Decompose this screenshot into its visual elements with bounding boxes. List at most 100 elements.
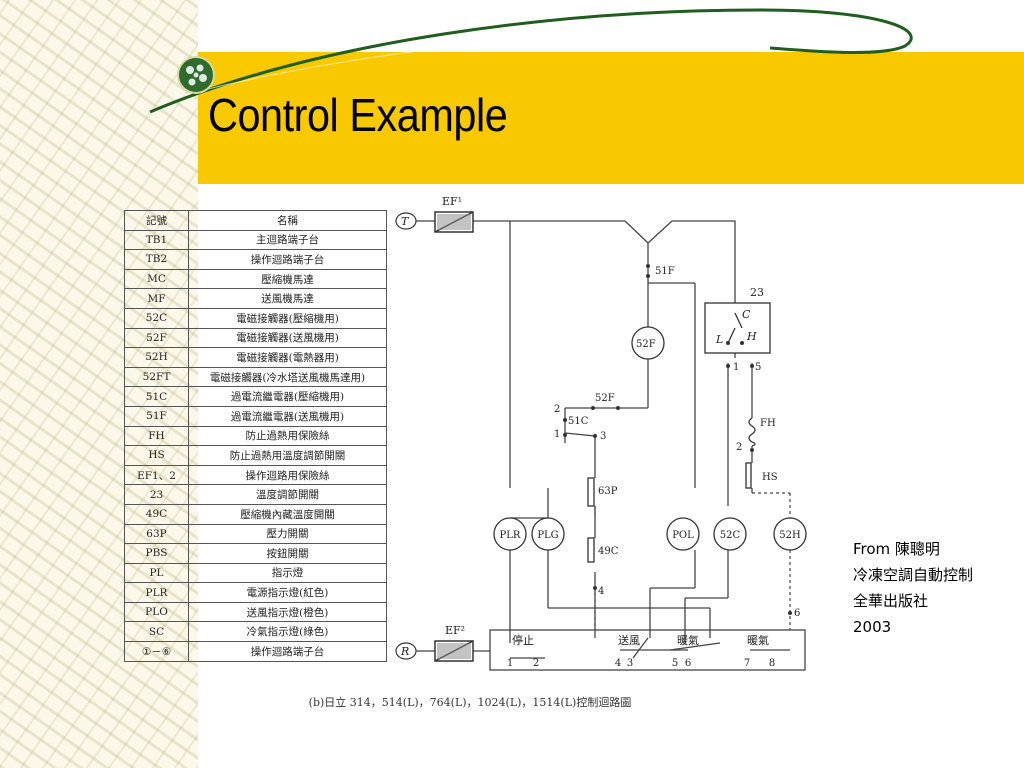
source-book: 冷凍空調自動控制 [853,566,974,584]
pressure-switch-63p [587,477,596,516]
name-cell: 操作迴路端子台 [188,249,387,270]
name-cell: 送風機馬達 [188,288,387,309]
name-cell: 壓縮機內藏溫度開關 [188,503,387,525]
indicator-lamp-plr: PLR [493,517,527,551]
control-circuit-diagram: EF¹ EF² T R 51F 52F 52F 2 1 3 51C [395,195,807,671]
51c-node-3: 3 [600,431,606,442]
internal-thermostat-49c [587,537,595,563]
lamp-label: 52H [779,530,801,541]
name-cell: 操作迴路用保險絲 [188,464,387,486]
symbol-cell: MC [124,268,189,290]
thermostat-l: L [715,333,723,346]
name-cell: 冷氣指示燈(綠色) [188,621,387,643]
fuse1-label: EF¹ [442,195,462,208]
terminal-t: T [395,212,417,230]
column-header: 記號 [124,210,189,231]
name-cell: 按鈕開關 [188,543,387,564]
switch-label-heat-1: 暖氣 [677,633,699,647]
switch-terminal-number: 4 [615,658,621,669]
symbol-cell: 52F [124,327,189,349]
thermostat-h: H [746,330,757,343]
switch-label-stop: 停止 [512,633,534,647]
symbol-cell: 51F [124,405,189,427]
name-cell: 防止過熱用保險絲 [188,425,387,447]
symbol-cell: MF [124,288,189,309]
symbol-cell: PL [124,562,189,584]
switch-label-fan: 送風 [618,633,640,647]
source-citation: From 陳聰明 冷凍空調自動控制 全華出版社 2003 [853,536,973,640]
symbol-cell: 52C [124,307,189,329]
name-cell: 防止過熱用溫度調節開關 [188,445,387,466]
lamp-label: POL [672,530,694,541]
name-cell: 壓力開關 [188,523,387,545]
source-year: 2003 [853,618,892,636]
symbol-cell: TB2 [124,249,189,270]
fuse2-label: EF² [445,624,465,637]
symbol-cell: 52H [124,347,189,368]
name-cell: 電源指示燈(紅色) [188,582,387,603]
symbol-cell: 49C [124,503,189,525]
symbol-cell: 63P [124,523,189,545]
name-cell: 主迴路端子台 [188,229,387,251]
fuse-ef1 [434,211,474,233]
indicator-lamp-plg: PLG [531,517,565,551]
switch-label-heat-2: 暖氣 [747,633,769,647]
symbol-cell: FH [124,425,189,447]
relay-51c-label: 51C [568,416,589,427]
coil-52f: 52F [631,326,665,360]
switch-terminal-number: 1 [507,658,513,669]
49c-label: 49C [598,546,619,557]
indicator-lamp-52c: 52C [713,517,747,551]
symbol-cell: TB1 [124,229,189,251]
fh-label: FH [760,418,776,429]
51c-node-2: 2 [554,404,560,415]
switch-terminal-number: 3 [627,658,633,669]
thermostat-c: C [742,308,751,321]
thermostat-23 [704,302,771,354]
name-cell: 送風指示燈(橙色) [188,601,387,623]
fuse-fh [748,417,756,447]
hs-label: HS [762,472,778,483]
fuse-ef2 [434,640,474,662]
symbol-cell: 52FT [124,366,189,388]
name-cell: 壓縮機馬達 [188,268,387,290]
slide-title: Control Example [208,89,508,141]
symbol-cell: PLO [124,601,189,623]
name-cell: 過電流繼電器(送風機用) [188,405,387,427]
node-6: 6 [794,608,800,619]
switch-terminal-number: 7 [744,658,750,669]
node-5: 5 [755,362,761,373]
switch-terminal-number: 8 [769,658,775,669]
name-cell: 指示燈 [188,562,387,584]
lamp-label: 52C [720,530,741,541]
name-cell: 電磁接觸器(電熱器用) [188,347,387,368]
lamp-label: PLG [537,530,558,541]
relay-51f-label: 51F [655,266,675,277]
switch-terminal-number: 6 [685,658,691,669]
symbol-cell: PBS [124,543,189,564]
source-publisher: 全華出版社 [853,592,929,610]
name-cell: 電磁接觸器(壓縮機用) [188,307,387,329]
lamp-label: PLR [500,530,521,541]
thermo-switch-hs [745,462,752,489]
node-2: 2 [736,442,742,453]
